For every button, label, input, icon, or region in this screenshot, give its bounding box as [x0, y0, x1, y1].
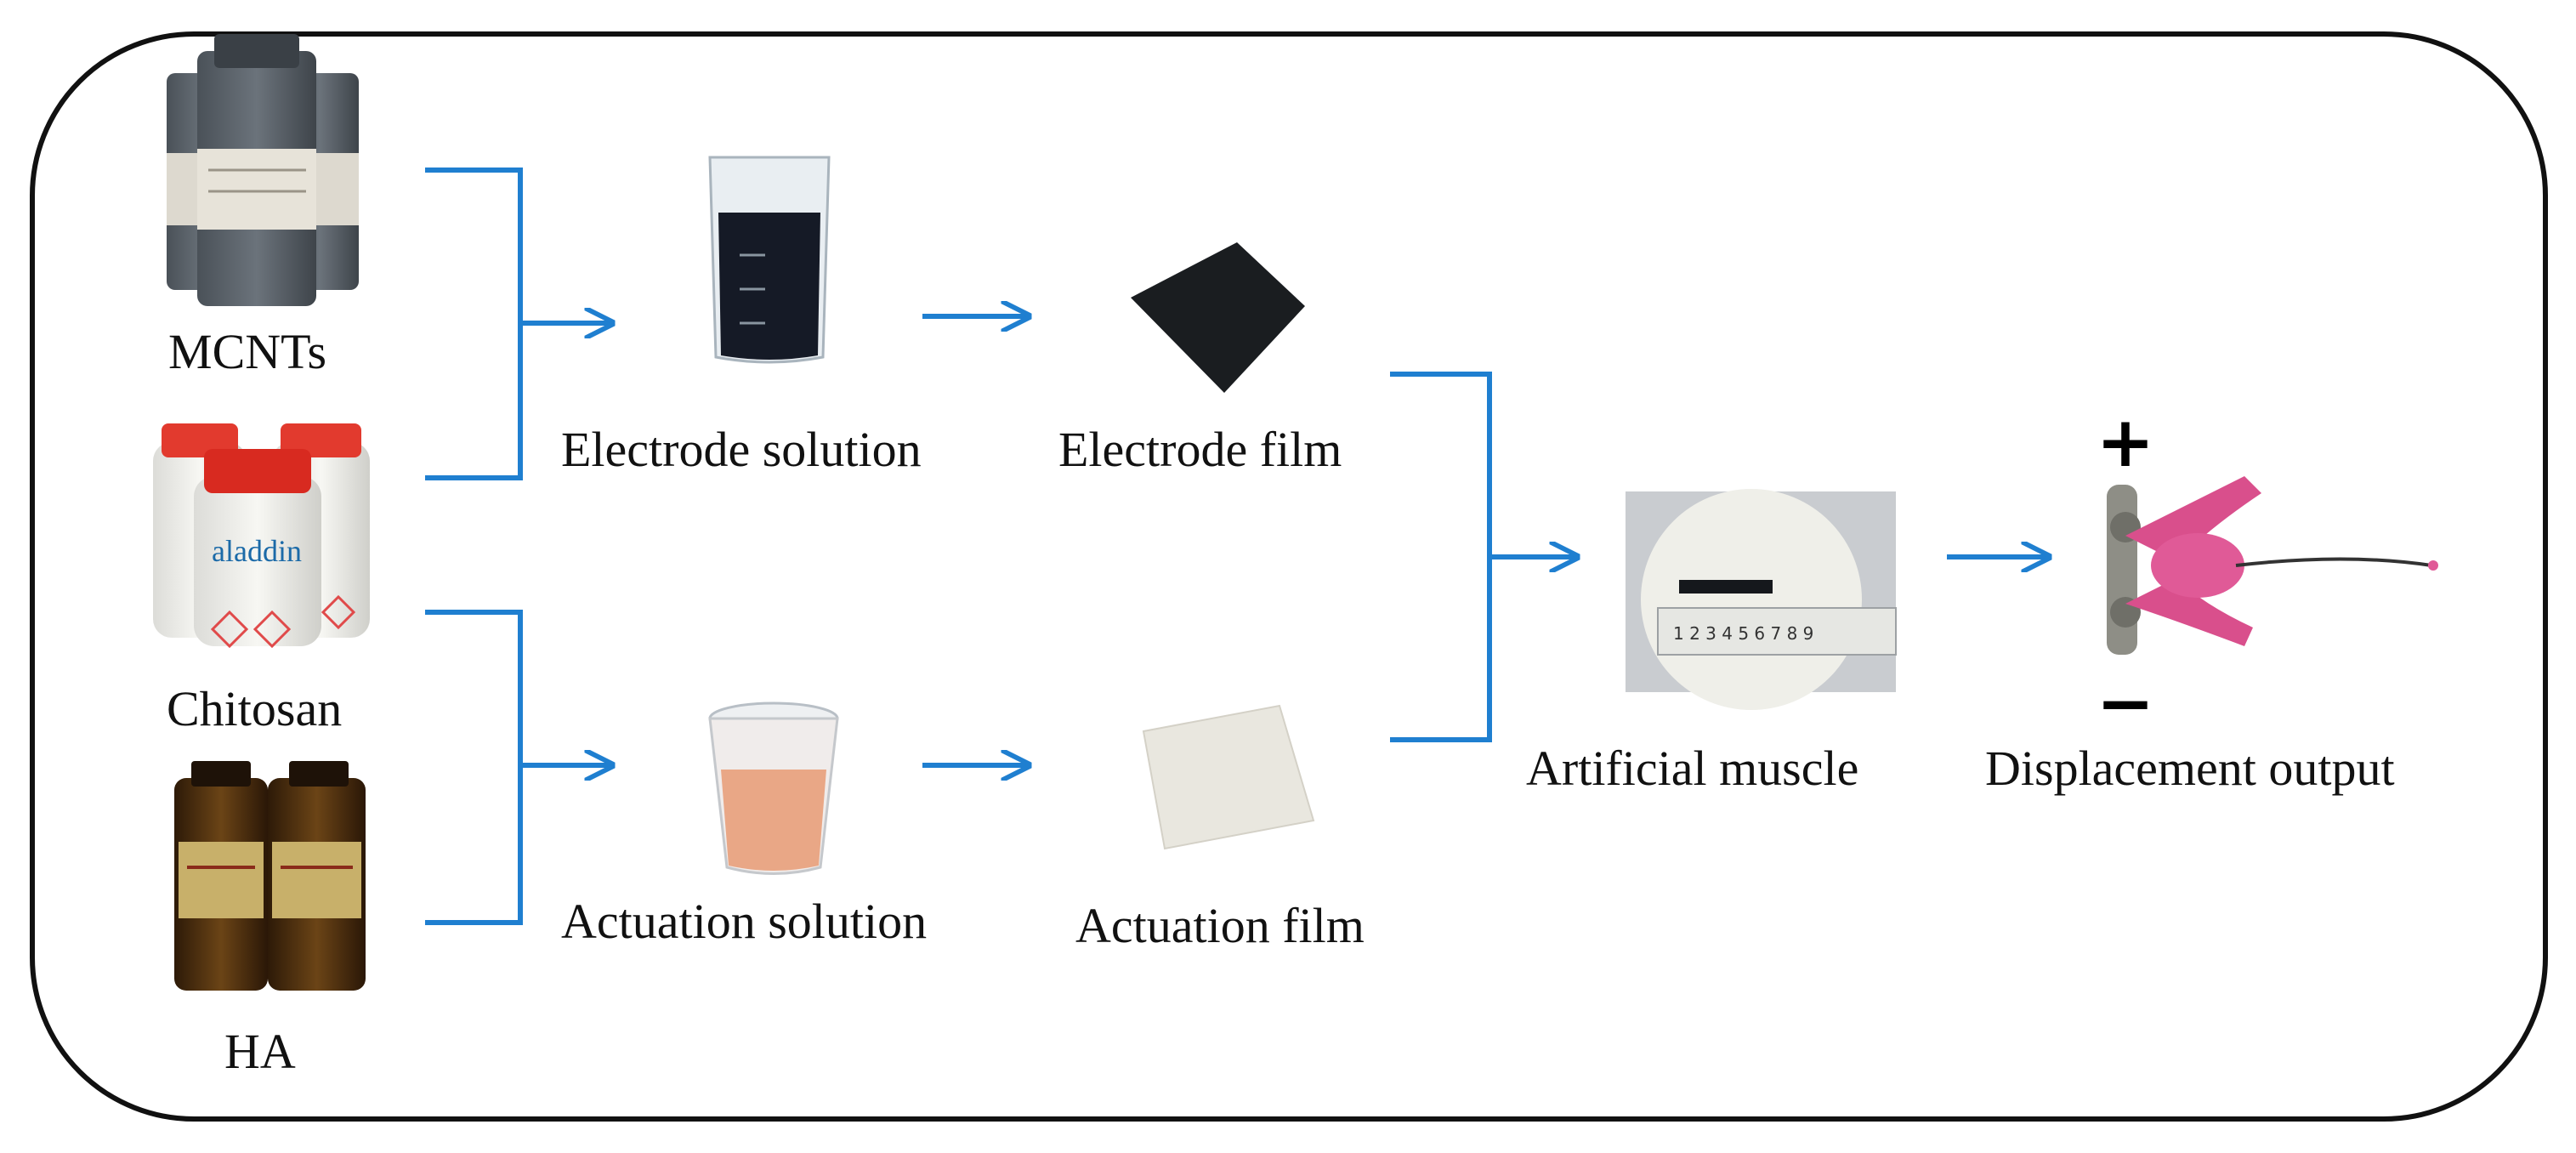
label-mcnts: MCNTs — [168, 324, 327, 379]
label-electrode-solution: Electrode solution — [561, 422, 922, 477]
electrode-film-icon — [1131, 242, 1305, 393]
positive-terminal-sign: + — [2097, 402, 2155, 483]
bracket-right — [1390, 372, 1577, 742]
ruler-digits: 1 2 3 4 5 6 7 8 9 — [1673, 623, 1813, 644]
actuation-solution-beaker-icon — [708, 701, 839, 875]
label-artificial-muscle: Artificial muscle — [1526, 741, 1859, 796]
chitosan-bottles-icon: aladdin — [153, 423, 370, 649]
ha-bottles-icon — [174, 761, 366, 991]
label-chitosan: Chitosan — [167, 681, 343, 736]
bracket-top — [425, 168, 612, 480]
actuation-film-icon — [1142, 704, 1315, 850]
label-actuation-solution: Actuation solution — [561, 894, 928, 949]
label-actuation-film: Actuation film — [1075, 898, 1365, 953]
negative-terminal-sign: − — [2097, 663, 2155, 744]
clamp-actuator-icon — [2107, 476, 2438, 655]
label-ha: HA — [224, 1024, 296, 1079]
svg-text:aladdin: aladdin — [212, 534, 302, 568]
artificial-muscle-photo-icon: 1 2 3 4 5 6 7 8 9 — [1626, 489, 1897, 710]
bracket-bottom — [425, 610, 612, 925]
diagram-border — [30, 31, 2548, 1122]
label-displacement-output: Displacement output — [1985, 741, 2395, 796]
electrode-solution-beaker-icon — [708, 156, 831, 364]
mcnts-bottles-icon — [167, 34, 359, 306]
label-electrode-film: Electrode film — [1058, 422, 1342, 477]
